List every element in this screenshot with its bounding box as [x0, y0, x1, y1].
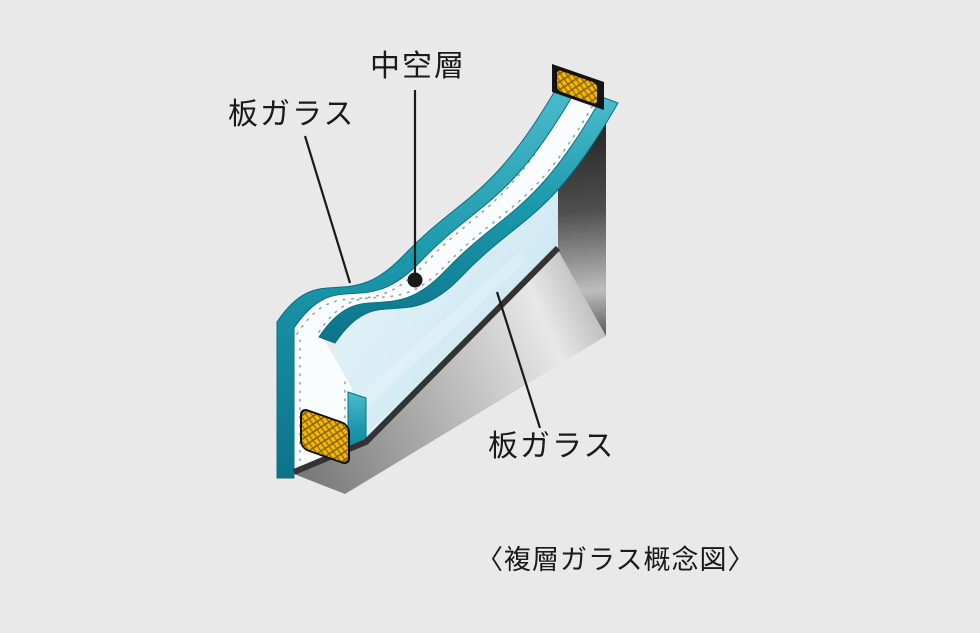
stitch-dots-upper — [296, 95, 571, 335]
diagram-caption: 〈複層ガラス概念図〉 — [476, 545, 756, 575]
spacer-top — [555, 68, 599, 106]
air-gap-band — [294, 88, 602, 337]
frame-bottom-seal-line — [292, 245, 561, 475]
leader-dot-air-layer — [407, 272, 423, 288]
leader-line-glass-lower — [495, 291, 542, 429]
glass-pane-2-face — [330, 106, 606, 476]
stitch-dots-lower — [318, 92, 601, 333]
label-glass-upper: 板ガラス — [228, 98, 356, 131]
label-air-layer: 中空層 — [370, 50, 466, 83]
label-glass-lower: 板ガラス — [488, 430, 616, 463]
glass-pane-2-cross-section — [318, 96, 619, 344]
glass-face-sheen-2 — [356, 252, 528, 408]
leader-line-glass-upper — [303, 135, 352, 284]
frame-bottom-face — [294, 250, 606, 494]
spacer-bottom — [300, 408, 350, 465]
